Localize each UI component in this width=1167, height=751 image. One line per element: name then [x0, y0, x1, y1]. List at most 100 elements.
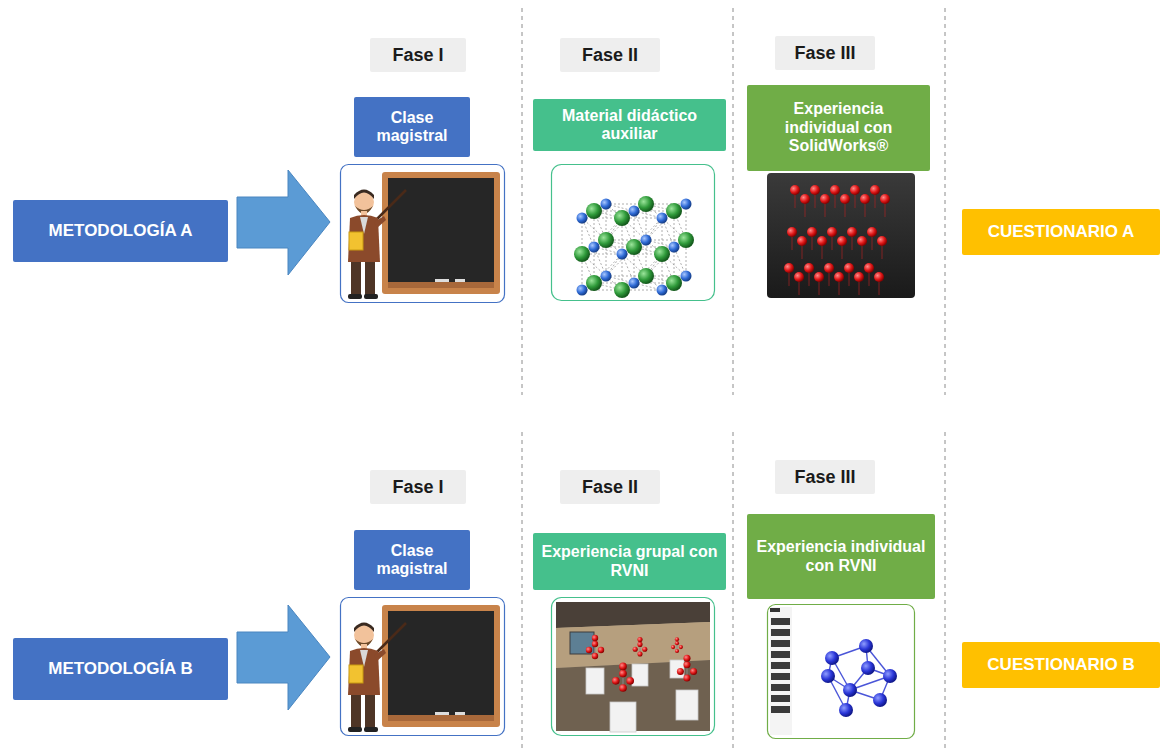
molecule-atom — [839, 703, 853, 717]
lattice-atom — [577, 213, 588, 224]
grid-atom — [837, 236, 847, 246]
grid-atom — [820, 194, 830, 204]
teacher-illustration — [341, 598, 505, 736]
molecule-atom — [861, 661, 875, 675]
grid-atom — [794, 272, 804, 282]
molecule-atom — [821, 669, 835, 683]
vr-molecule — [612, 663, 634, 692]
menu-item — [771, 695, 790, 702]
menu-item — [771, 706, 790, 713]
phase-label: Fase I — [370, 38, 466, 72]
step-box: Clase magistral — [354, 530, 470, 590]
grid-atom — [830, 185, 840, 195]
vr-room-illustration — [552, 598, 715, 736]
lattice-atom — [657, 213, 668, 224]
step-box: Clase magistral — [354, 97, 470, 157]
lattice-atom — [629, 278, 640, 289]
methodology-box: METODOLOGÍA B — [13, 638, 228, 700]
lattice-bonds — [582, 204, 686, 290]
node-label: Material didáctico auxiliar — [541, 107, 718, 144]
molecule-atom — [843, 683, 857, 697]
grid-atom — [814, 272, 824, 282]
node-label: Fase II — [582, 477, 638, 498]
phase-label: Fase III — [775, 36, 875, 70]
lattice-atom — [641, 235, 652, 246]
questionnaire-box: CUESTIONARIO A — [962, 209, 1160, 255]
grid-atom — [790, 185, 800, 195]
lattice-atom — [638, 196, 654, 212]
block-arrow — [237, 170, 330, 275]
node-label: Fase I — [392, 477, 443, 498]
grid-atom — [834, 272, 844, 282]
phase-label: Fase II — [560, 470, 660, 504]
node-label: METODOLOGÍA A — [49, 221, 193, 241]
lattice-atom — [601, 199, 612, 210]
menu-item — [771, 629, 790, 636]
grid-atom — [864, 263, 874, 273]
questionnaire-box: CUESTIONARIO B — [962, 642, 1160, 688]
lattice-atom — [589, 242, 600, 253]
menu-item — [771, 651, 790, 658]
lattice-atom — [614, 282, 630, 298]
vr-individual-illustration — [768, 605, 915, 739]
lattice-atom — [617, 249, 628, 260]
grid-atom — [787, 227, 797, 237]
grid-atom — [880, 194, 890, 204]
molecule-atom — [873, 693, 887, 707]
menu-item — [771, 618, 790, 625]
grid-atom — [850, 185, 860, 195]
lattice-atom — [657, 285, 668, 296]
grid-atom — [840, 194, 850, 204]
lattice-atom — [681, 271, 692, 282]
grid-atom — [817, 236, 827, 246]
lattice-atom — [586, 275, 602, 291]
block-arrow — [237, 605, 330, 710]
phase-separators — [522, 8, 945, 751]
lattice-atom — [629, 206, 640, 217]
lattice-atom — [666, 275, 682, 291]
lattice-atom — [574, 246, 590, 262]
grid-atom — [860, 194, 870, 204]
molecule-atom — [825, 651, 839, 665]
lattice-atom — [598, 232, 614, 248]
node-label: Experiencia individual con RVNI — [755, 538, 927, 575]
lattice-atom — [626, 239, 642, 255]
grid-atom — [874, 272, 884, 282]
grid-atom — [797, 236, 807, 246]
vr-molecule — [586, 635, 604, 659]
teacher-illustration — [341, 165, 505, 303]
lattice-atom — [678, 232, 694, 248]
lattice-illustration — [552, 165, 715, 301]
grid-atom — [824, 263, 834, 273]
node-label: METODOLOGÍA B — [48, 659, 193, 679]
node-label: Fase III — [794, 467, 855, 488]
menu-item — [771, 640, 790, 647]
grid-atom — [847, 227, 857, 237]
node-label: Clase magistral — [362, 542, 462, 579]
lattice-atom — [614, 210, 630, 226]
phase-label: Fase I — [370, 470, 466, 504]
lattice-atom — [654, 246, 670, 262]
grid-atom — [867, 227, 877, 237]
step-box: Experiencia grupal con RVNI — [533, 533, 726, 590]
node-label: Fase III — [794, 43, 855, 64]
grid-atom — [804, 263, 814, 273]
molecule-atom — [883, 669, 897, 683]
lattice-atom — [638, 268, 654, 284]
node-label: Fase I — [392, 45, 443, 66]
lattice-atom — [601, 271, 612, 282]
menu-item — [771, 684, 790, 691]
step-box: Material didáctico auxiliar — [533, 99, 726, 151]
vr-molecule — [677, 655, 697, 682]
grid-atom — [810, 185, 820, 195]
vr-molecule — [671, 637, 683, 653]
lattice-atom — [681, 199, 692, 210]
vr-molecule — [633, 637, 648, 657]
grid-atom — [854, 272, 864, 282]
phase-label: Fase III — [775, 460, 875, 494]
lattice-atom — [586, 203, 602, 219]
lattice-atom — [666, 203, 682, 219]
grid-atom — [870, 185, 880, 195]
solidworks-illustration — [767, 173, 915, 298]
